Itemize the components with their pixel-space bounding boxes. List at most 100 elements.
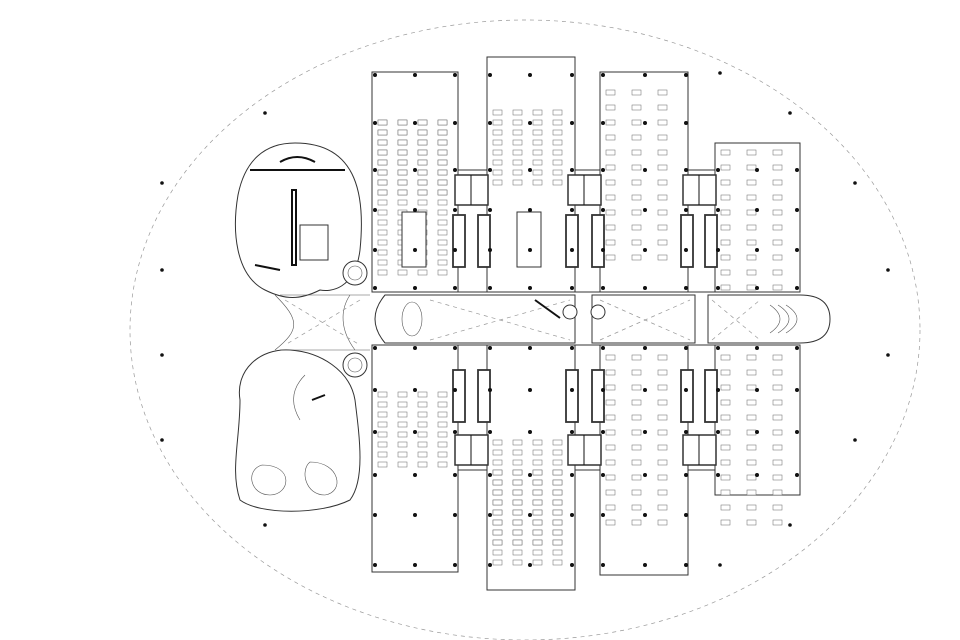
desk xyxy=(437,159,448,166)
desk xyxy=(746,459,757,466)
column xyxy=(601,473,605,477)
column xyxy=(488,73,492,77)
column xyxy=(601,121,605,125)
desk xyxy=(437,451,448,458)
desk xyxy=(605,179,616,186)
site-marker xyxy=(788,523,792,527)
desk xyxy=(417,179,428,186)
column xyxy=(413,208,417,212)
desk xyxy=(772,254,783,261)
column xyxy=(716,248,720,252)
desk xyxy=(746,474,757,481)
column xyxy=(488,473,492,477)
column xyxy=(528,388,532,392)
desk xyxy=(437,411,448,418)
desk xyxy=(746,209,757,216)
site-marker xyxy=(853,438,857,442)
desk xyxy=(532,559,543,566)
desk xyxy=(397,189,408,196)
site-marker xyxy=(788,111,792,115)
desk xyxy=(657,179,668,186)
desk xyxy=(605,224,616,231)
desk xyxy=(720,459,731,466)
column xyxy=(755,430,759,434)
desk xyxy=(377,269,388,276)
auditorium-pod xyxy=(234,142,362,298)
desk xyxy=(377,421,388,428)
desk xyxy=(532,469,543,476)
desk xyxy=(605,239,616,246)
central-atrium xyxy=(374,294,831,344)
desk xyxy=(532,119,543,126)
stair-core xyxy=(452,369,466,423)
desk xyxy=(605,254,616,261)
column xyxy=(684,563,688,567)
desk xyxy=(397,179,408,186)
desk xyxy=(397,441,408,448)
desk xyxy=(552,549,563,556)
desk xyxy=(772,269,783,276)
desk xyxy=(437,401,448,408)
site-marker xyxy=(853,181,857,185)
site-marker xyxy=(886,353,890,357)
desk xyxy=(397,451,408,458)
desk xyxy=(657,209,668,216)
column xyxy=(373,388,377,392)
desk xyxy=(631,119,642,126)
desk xyxy=(552,179,563,186)
desk xyxy=(552,519,563,526)
desk xyxy=(532,509,543,516)
desk xyxy=(397,461,408,468)
column xyxy=(413,430,417,434)
desk xyxy=(720,519,731,526)
column xyxy=(684,121,688,125)
desk xyxy=(417,199,428,206)
desk xyxy=(720,354,731,361)
desk xyxy=(631,399,642,406)
desk xyxy=(631,254,642,261)
desk xyxy=(605,354,616,361)
column xyxy=(643,208,647,212)
column xyxy=(528,208,532,212)
workstations xyxy=(377,89,783,566)
column xyxy=(755,388,759,392)
desk xyxy=(377,179,388,186)
desk xyxy=(512,519,523,526)
desk xyxy=(492,539,503,546)
desk xyxy=(437,391,448,398)
site-boundary xyxy=(129,19,921,640)
column xyxy=(453,208,457,212)
desk xyxy=(492,479,503,486)
desk xyxy=(512,559,523,566)
desk xyxy=(437,209,448,216)
column xyxy=(795,286,799,290)
desk xyxy=(772,209,783,216)
desk xyxy=(720,269,731,276)
column xyxy=(373,208,377,212)
column xyxy=(570,73,574,77)
site-marker xyxy=(160,268,164,272)
desk xyxy=(532,539,543,546)
desk xyxy=(417,139,428,146)
desk xyxy=(492,459,503,466)
column xyxy=(373,73,377,77)
desk xyxy=(377,391,388,398)
desk xyxy=(552,459,563,466)
desk xyxy=(657,194,668,201)
desk xyxy=(720,504,731,511)
column xyxy=(373,121,377,125)
desk xyxy=(397,401,408,408)
desk xyxy=(657,134,668,141)
column xyxy=(795,168,799,172)
desk xyxy=(492,159,503,166)
desk xyxy=(437,129,448,136)
desk xyxy=(377,401,388,408)
desk xyxy=(492,149,503,156)
desk xyxy=(720,489,731,496)
column xyxy=(643,388,647,392)
column xyxy=(413,346,417,350)
desk xyxy=(492,449,503,456)
desk xyxy=(631,354,642,361)
column xyxy=(413,73,417,77)
desk xyxy=(720,369,731,376)
